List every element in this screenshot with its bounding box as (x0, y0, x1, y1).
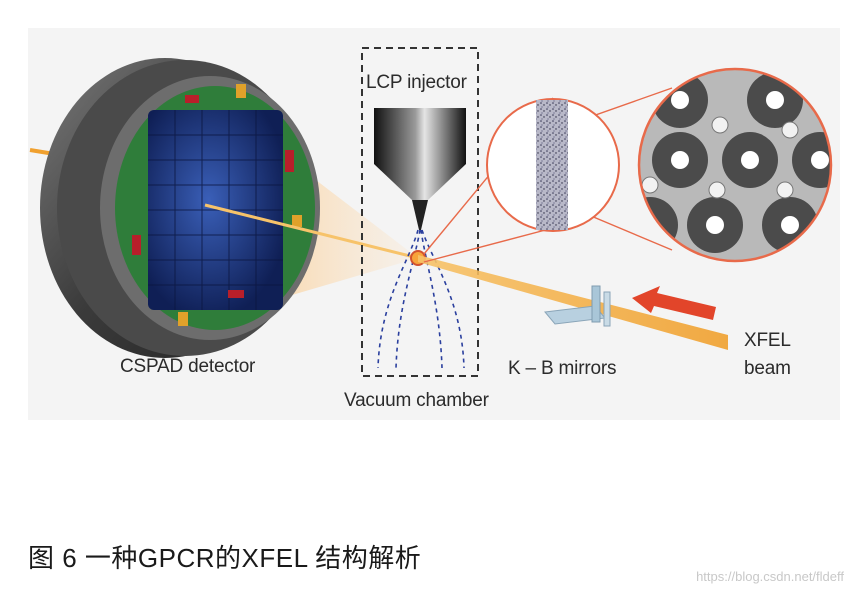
vacuum-chamber-label: Vacuum chamber (344, 390, 489, 412)
cspad-detector (40, 58, 320, 358)
lcp-injector-label: LCP injector (366, 72, 467, 94)
kb-mirrors-label: K – B mirrors (508, 358, 616, 380)
watermark-text: https://blog.csdn.net/fldeff (696, 569, 844, 584)
xfel-label: XFEL (744, 330, 791, 352)
zoom-circle-lattice (622, 69, 848, 261)
cspad-detector-label: CSPAD detector (120, 356, 255, 378)
zoom-circle-jet (487, 99, 619, 231)
beam-label: beam (744, 358, 791, 380)
lcp-injector-nozzle (374, 108, 466, 230)
figure-caption: 图 6 一种GPCR的XFEL 结构解析 (28, 538, 421, 575)
